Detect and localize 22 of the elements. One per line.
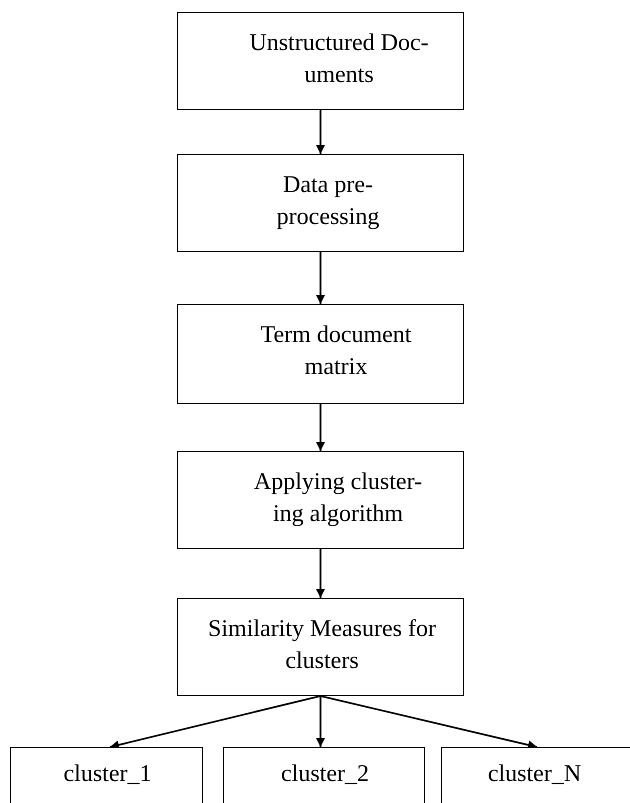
process-box [177,304,464,404]
process-box [10,747,203,803]
box-label: cluster_2 [280,760,370,789]
arrow [110,695,321,750]
box-label: Similarity Measures for clusters [207,615,437,676]
process-box [177,451,464,549]
box-label: Data pre- processing [276,171,380,232]
arrow [316,252,325,304]
arrow [316,110,325,154]
arrow [320,695,538,750]
arrow [316,696,325,747]
box-label: Applying cluster- ing algorithm [252,468,424,529]
box-label: Unstructured Doc- uments [248,29,430,90]
box-label: cluster_N [486,760,582,789]
arrow [316,404,325,451]
box-label: Term document matrix [260,321,412,382]
box-label: cluster_1 [62,760,152,789]
process-box [223,747,425,803]
process-box [177,12,464,110]
arrow [316,549,325,598]
process-box [177,154,464,252]
process-box [177,598,464,696]
